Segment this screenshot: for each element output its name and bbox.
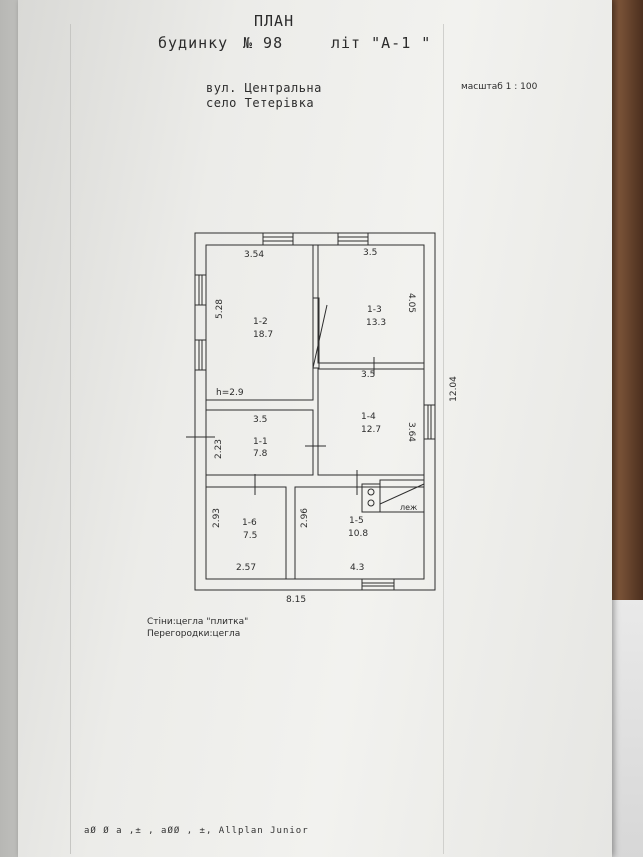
room-area: 7.5 bbox=[243, 531, 258, 541]
window-top-right bbox=[337, 232, 369, 246]
dimension: 3.64 bbox=[406, 421, 417, 443]
building-label: будинку bbox=[158, 34, 229, 52]
building-number: № 98 bbox=[243, 34, 284, 52]
room-id: 1-4 bbox=[361, 412, 376, 422]
letter-designation: літ "А-1 " bbox=[331, 34, 432, 52]
street-address: вул. Центральна bbox=[206, 81, 322, 95]
room-id: 1-6 bbox=[242, 518, 257, 528]
room-area: 10.8 bbox=[348, 529, 369, 539]
stove-label: леж bbox=[400, 503, 418, 512]
outer-wall-outer bbox=[194, 232, 436, 591]
stove-burner-icon bbox=[367, 488, 375, 496]
dimension: 2.57 bbox=[236, 563, 257, 573]
room-1-6-outline bbox=[205, 486, 287, 580]
door-frame bbox=[312, 297, 320, 369]
dimension: 12.04 bbox=[448, 376, 459, 402]
form-frame bbox=[70, 24, 444, 854]
dimension: 3.5 bbox=[363, 248, 378, 258]
room-1-3-outline bbox=[317, 244, 425, 364]
room-1-1-outline bbox=[205, 409, 314, 476]
window-left-upper bbox=[194, 274, 207, 306]
window-left-lower bbox=[194, 339, 207, 371]
room-id: 1-5 bbox=[349, 516, 364, 526]
window-top-left bbox=[262, 232, 294, 246]
dimension: 3.5 bbox=[361, 370, 376, 380]
dimension: 2.96 bbox=[300, 507, 311, 529]
dimension: 4.3 bbox=[350, 563, 365, 573]
dimension: 2.93 bbox=[212, 507, 223, 529]
plan-title: ПЛАН bbox=[254, 12, 295, 30]
partitions-note: Перегородки:цегла bbox=[147, 629, 241, 639]
document-sheet bbox=[18, 0, 612, 857]
window-right bbox=[423, 404, 436, 440]
room-area: 7.8 bbox=[253, 449, 268, 459]
window-bottom bbox=[361, 578, 395, 591]
dimension: 5.28 bbox=[215, 298, 226, 320]
software-footer: аØ Ø а ,± , аØØ , ±, Allplan Junior bbox=[84, 826, 309, 836]
door-swing bbox=[312, 304, 328, 369]
walls-note: Стіни:цегла "плитка" bbox=[147, 617, 249, 627]
ceiling-height: h=2.9 bbox=[216, 388, 244, 398]
room-id: 1-1 bbox=[253, 437, 268, 447]
outer-wall-inner bbox=[205, 244, 425, 580]
stove bbox=[361, 483, 381, 513]
scale-label: масштаб 1 : 100 bbox=[461, 82, 538, 92]
room-1-5-outline bbox=[294, 486, 425, 580]
dimension: 8.15 bbox=[286, 595, 307, 605]
bed-niche bbox=[379, 479, 425, 513]
village-name: село Тетерівка bbox=[206, 96, 315, 110]
dimension: 3.54 bbox=[244, 250, 265, 260]
dimension: 4.05 bbox=[406, 292, 417, 314]
room-area: 18.7 bbox=[253, 330, 274, 340]
room-area: 12.7 bbox=[361, 425, 382, 435]
bed-diagonal bbox=[379, 483, 425, 505]
dimension: 3.5 bbox=[253, 415, 268, 425]
stove-burner-icon bbox=[367, 499, 375, 507]
room-id: 1-2 bbox=[253, 317, 268, 327]
room-id: 1-3 bbox=[367, 305, 382, 315]
dimension: 2.23 bbox=[214, 438, 225, 460]
room-area: 13.3 bbox=[366, 318, 387, 328]
